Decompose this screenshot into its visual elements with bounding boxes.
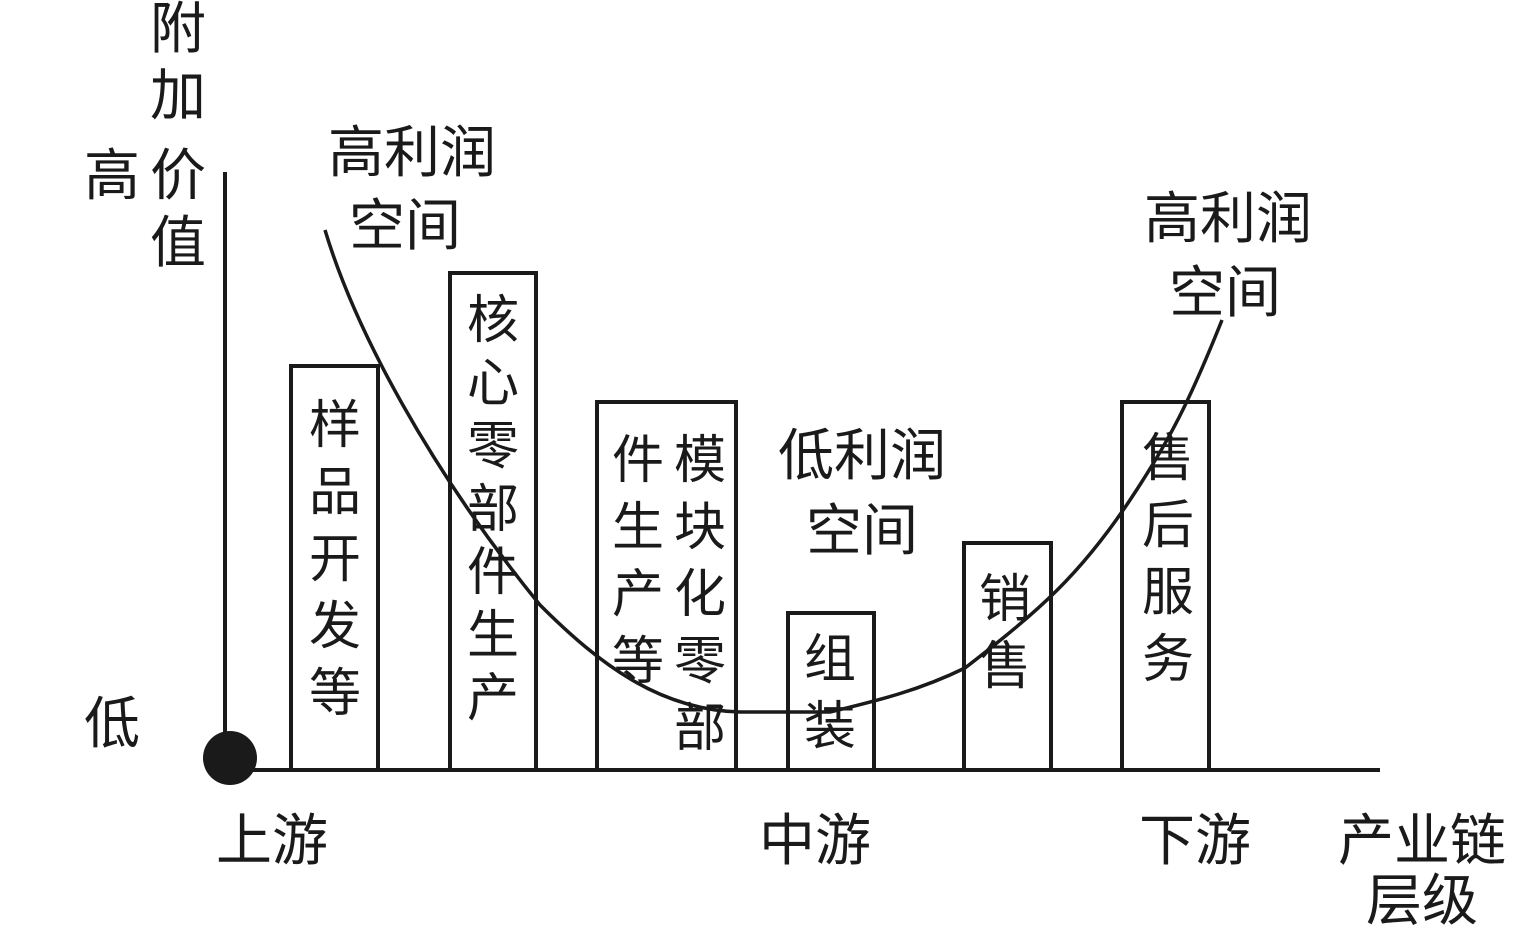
annotation-mid-low-profit: 低利润: [778, 424, 946, 489]
svg-text:等: 等: [309, 664, 361, 724]
stage-label-core-components: 核 心 零 部 件 生 产: [467, 291, 519, 729]
svg-text:部: 部: [467, 480, 519, 540]
svg-text:件: 件: [612, 431, 664, 491]
stage-box-assembly: [786, 611, 876, 772]
x-axis-title-line1: 产业链: [1338, 809, 1506, 874]
x-axis-title-line2: 层级: [1366, 869, 1478, 928]
svg-text:核: 核: [467, 291, 519, 351]
stage-box-core-components: [448, 271, 538, 772]
annotation-left-high-profit-line2: 空间: [349, 194, 461, 259]
y-axis-label-char: 加: [150, 64, 206, 129]
svg-text:组: 组: [804, 630, 856, 690]
svg-text:零: 零: [674, 632, 726, 692]
svg-text:服: 服: [1142, 563, 1194, 623]
annotation-right-high-profit-line2: 空间: [1169, 261, 1281, 326]
y-axis-high-label: 高: [84, 144, 140, 209]
svg-text:块: 块: [674, 498, 726, 558]
svg-text:心: 心: [467, 354, 519, 414]
x-axis-downstream-label: 下游: [1139, 809, 1251, 874]
x-axis-upstream-label: 上游: [216, 809, 328, 874]
svg-text:务: 务: [1142, 630, 1194, 690]
svg-text:生: 生: [467, 606, 519, 666]
svg-text:产: 产: [467, 669, 519, 729]
svg-text:品: 品: [309, 463, 361, 523]
svg-text:模: 模: [674, 431, 726, 491]
annotation-left-high-profit: 高利润: [328, 121, 496, 186]
svg-text:发: 发: [309, 597, 361, 657]
annotation-mid-low-profit-line2: 空间: [806, 499, 918, 564]
svg-text:生: 生: [612, 498, 664, 558]
y-axis-label-char: 价: [150, 144, 206, 209]
smile-curve: [323, 229, 1224, 714]
origin-dot: [203, 731, 257, 785]
svg-text:件: 件: [467, 543, 519, 603]
svg-text:开: 开: [309, 530, 361, 590]
stage-box-after-sales: [1120, 400, 1211, 772]
svg-text:后: 后: [1142, 496, 1194, 556]
annotation-right-high-profit: 高利润: [1144, 187, 1312, 252]
svg-text:零: 零: [467, 417, 519, 477]
svg-text:化: 化: [674, 565, 726, 625]
stage-box-sales: [962, 541, 1053, 772]
svg-text:产: 产: [612, 565, 664, 625]
svg-text:样: 样: [309, 396, 361, 456]
stage-label-sample-development: 样 品 开 发 等: [309, 396, 361, 724]
stage-label-modular-components: 模 块 化 零 部 件 生 产 等: [612, 431, 726, 759]
y-axis-low-label: 低: [84, 692, 140, 757]
svg-text:售: 售: [979, 637, 1031, 697]
stage-box-sample-development: [289, 364, 380, 772]
y-axis-label-char: 值: [150, 211, 206, 276]
x-axis-midstream-label: 中游: [759, 809, 871, 874]
y-axis-label-char: 附: [150, 0, 206, 62]
